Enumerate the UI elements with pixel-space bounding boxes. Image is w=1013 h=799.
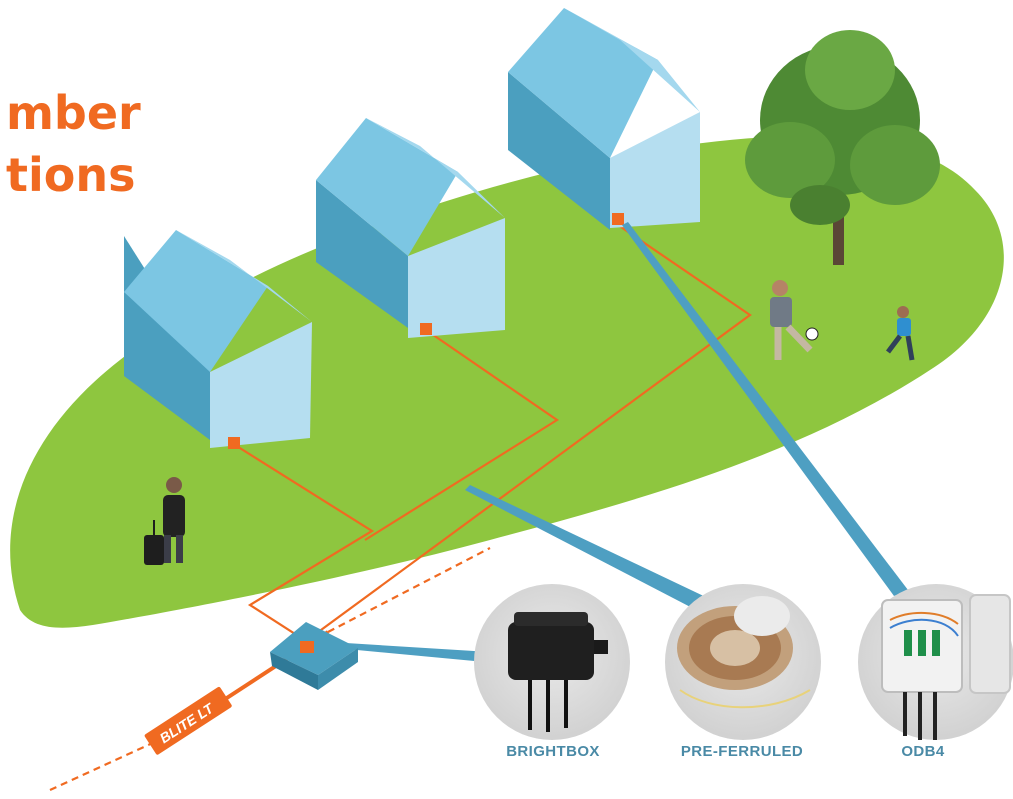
house-1 bbox=[124, 230, 312, 448]
lawn-area bbox=[10, 136, 1004, 628]
cable-dashed-end bbox=[327, 547, 491, 633]
house-3-termination-box bbox=[612, 213, 624, 225]
callout-beam-preferruled bbox=[465, 485, 712, 612]
house-1-termination-box bbox=[228, 437, 240, 449]
access-box bbox=[270, 622, 358, 690]
pre-ferruled-product-image bbox=[665, 584, 821, 740]
headline-line-2: tions bbox=[6, 148, 136, 202]
headline-line-1: mber bbox=[6, 86, 141, 140]
callout-beam-odb4 bbox=[622, 222, 908, 596]
house-2 bbox=[316, 118, 505, 338]
caption-brightbox: BRIGHTBOX bbox=[506, 743, 600, 760]
child-playing-figure bbox=[886, 306, 915, 361]
caption-odb4: ODB4 bbox=[901, 743, 945, 760]
traveller-figure bbox=[144, 477, 185, 565]
man-playing-figure bbox=[770, 280, 819, 360]
fibre-network bbox=[234, 224, 752, 642]
odb4-product-image bbox=[858, 584, 1013, 740]
tree-icon bbox=[745, 30, 940, 265]
caption-pre-ferruled: PRE-FERRULED bbox=[680, 743, 804, 760]
cable-label-tag: BLITE LT bbox=[144, 686, 232, 755]
brightbox-product-image bbox=[474, 584, 630, 740]
house-2-termination-box bbox=[420, 323, 432, 335]
callout-beam-brightbox bbox=[336, 643, 490, 662]
house-3 bbox=[508, 8, 700, 230]
